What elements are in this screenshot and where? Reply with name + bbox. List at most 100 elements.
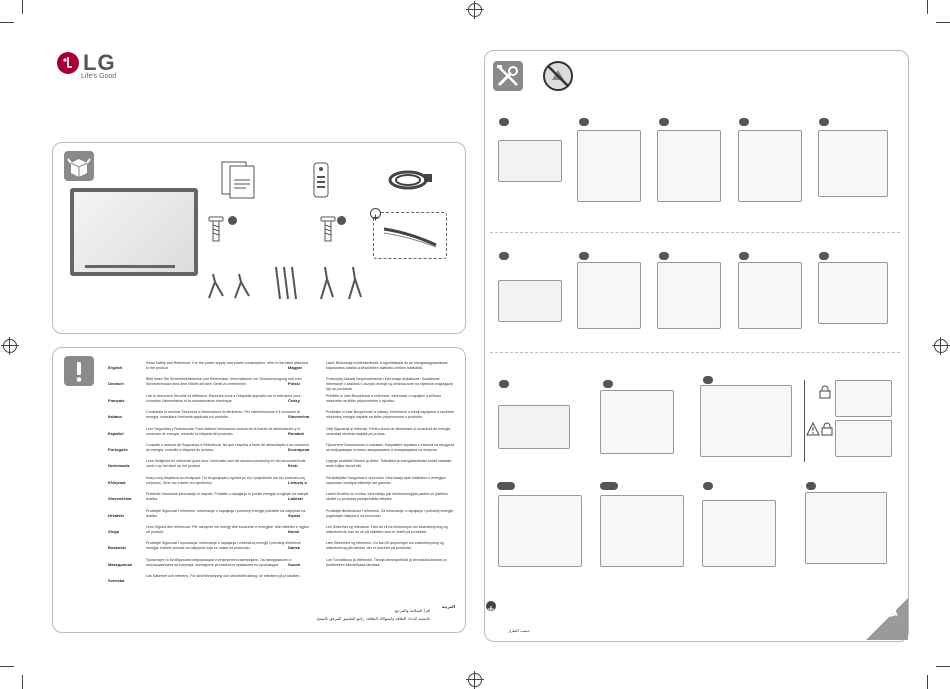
language-name: Srpski <box>288 512 301 518</box>
language-row: Latviski Lasiet Drošība un uzziņa. Inform… <box>288 491 458 507</box>
step-illustration <box>700 385 792 457</box>
language-text: Leer Seguridad y Referencias. Para obten… <box>146 426 301 436</box>
step-illustration <box>577 262 641 329</box>
crop-mark <box>927 0 928 14</box>
step-illustration <box>577 130 641 202</box>
language-text: Preberite Varnostne informacije in napot… <box>146 492 309 502</box>
step-number <box>497 482 515 490</box>
arabic-line: اقرأ السلامة والمرجع. <box>393 608 430 613</box>
language-text: Perskaitykite Saugumas ir nuorodos. Info… <box>326 475 446 485</box>
step-number <box>703 482 713 490</box>
remote-icon <box>308 162 334 198</box>
lg-logo-emblem <box>57 52 79 74</box>
step-illustration <box>498 495 582 567</box>
step-number <box>739 252 749 260</box>
warning-icon <box>806 421 820 436</box>
step-illustration <box>657 262 721 329</box>
box-icon <box>64 151 94 181</box>
language-text: Lasiet Drošība un uzziņa. Informāciju pa… <box>326 492 449 502</box>
stand-icon <box>315 265 370 305</box>
step-number <box>703 376 713 384</box>
page-turn-icon <box>866 598 908 640</box>
manual-icon <box>220 160 260 200</box>
crop-mark <box>22 0 23 14</box>
language-name: Lietuvių k. <box>288 479 308 485</box>
language-text: Pročitajte Sigurnost i reference. Inform… <box>146 508 306 518</box>
registration-mark-icon <box>1 337 19 355</box>
brand-name: LG <box>83 50 116 75</box>
language-row: Lietuvių k. Perskaitykite Saugumas ir nuo… <box>288 475 458 491</box>
step-number <box>806 482 816 490</box>
step-number <box>659 118 669 126</box>
language-name: Bosanski <box>108 545 126 551</box>
step-number <box>819 252 829 260</box>
arabic-footer: حسب الطراز <box>507 628 530 633</box>
language-name: Italiano <box>108 414 123 420</box>
vertical-divider <box>804 380 805 462</box>
screw-icon <box>205 215 227 245</box>
arabic-line: بالنسبة لإمداد الطاقة واستهلاك الطاقة، ر… <box>315 616 430 621</box>
language-row: Norsk Les Sikkerhet og referanse. Hvis du… <box>288 524 458 540</box>
language-name: Latviski <box>288 496 303 502</box>
language-name: Deutsch <box>108 381 124 387</box>
tools-icon <box>493 61 523 91</box>
registration-mark-icon <box>466 1 484 19</box>
language-name: Magyar <box>288 365 303 370</box>
language-name: Polski <box>288 381 300 387</box>
language-row: Bosanski Pročitajte Sigurnost i upućivanj… <box>108 540 318 556</box>
language-text: Citiţi Siguranţă şi referinţe. Pentru su… <box>326 426 452 436</box>
language-text: Ανάγνωση Ασφάλεια και Αναφορά. Για πληρο… <box>146 475 305 485</box>
language-text: Pročitajte Bezbednost i reference. Za in… <box>326 508 454 518</box>
crop-mark <box>936 666 950 667</box>
exclamation-icon <box>64 356 94 386</box>
language-name: Shqip <box>108 528 120 534</box>
language-text: Прочетете Безопасност и справки. Направе… <box>326 442 455 452</box>
language-name: Македонски <box>108 561 132 567</box>
language-text: Przeczytaj Zasady bezpieczeństwa i infor… <box>326 377 453 392</box>
step-illustration <box>498 140 562 182</box>
arabic-title: العربية <box>441 604 455 609</box>
language-row: Shqip Lexo Siguria dhe referencat. Për us… <box>108 524 318 540</box>
language-name: Norsk <box>288 528 300 534</box>
crop-mark <box>22 675 23 689</box>
step-illustration <box>805 492 887 564</box>
language-text: Les Sikkerhet og referanse. Hvis du vil … <box>326 524 448 534</box>
language-name: Suomi <box>288 561 301 567</box>
step-illustration <box>835 380 892 417</box>
tv-bezel-bottom <box>85 265 175 268</box>
language-name: Eesti <box>288 463 298 469</box>
language-name: Português <box>108 446 128 452</box>
language-text: Lexo Siguria dhe referencat. Për ushqimi… <box>146 524 309 534</box>
registration-mark-icon <box>932 337 950 355</box>
step-illustration <box>818 262 888 324</box>
language-text: Læs Sikkerhed og reference. Du kan få op… <box>326 541 444 551</box>
language-name: Slovenčina <box>288 414 310 420</box>
stand-icon <box>205 270 265 302</box>
language-row: Srpski Pročitajte Bezbednost i reference.… <box>288 508 458 524</box>
step-number <box>600 482 618 490</box>
step-illustration <box>835 420 892 457</box>
language-name: Hrvatski <box>108 512 124 518</box>
language-name: Español <box>108 430 124 436</box>
stand-icon <box>270 265 300 303</box>
language-row: Hrvatski Pročitajte Sigurnost i reference… <box>108 508 318 524</box>
step-number <box>659 252 669 260</box>
step-number <box>739 118 749 126</box>
language-text: Pročitajte Sigurnost i upućivanja. Infor… <box>146 541 301 551</box>
step-number <box>579 252 589 260</box>
section-divider <box>490 352 900 353</box>
crop-mark <box>0 666 14 667</box>
